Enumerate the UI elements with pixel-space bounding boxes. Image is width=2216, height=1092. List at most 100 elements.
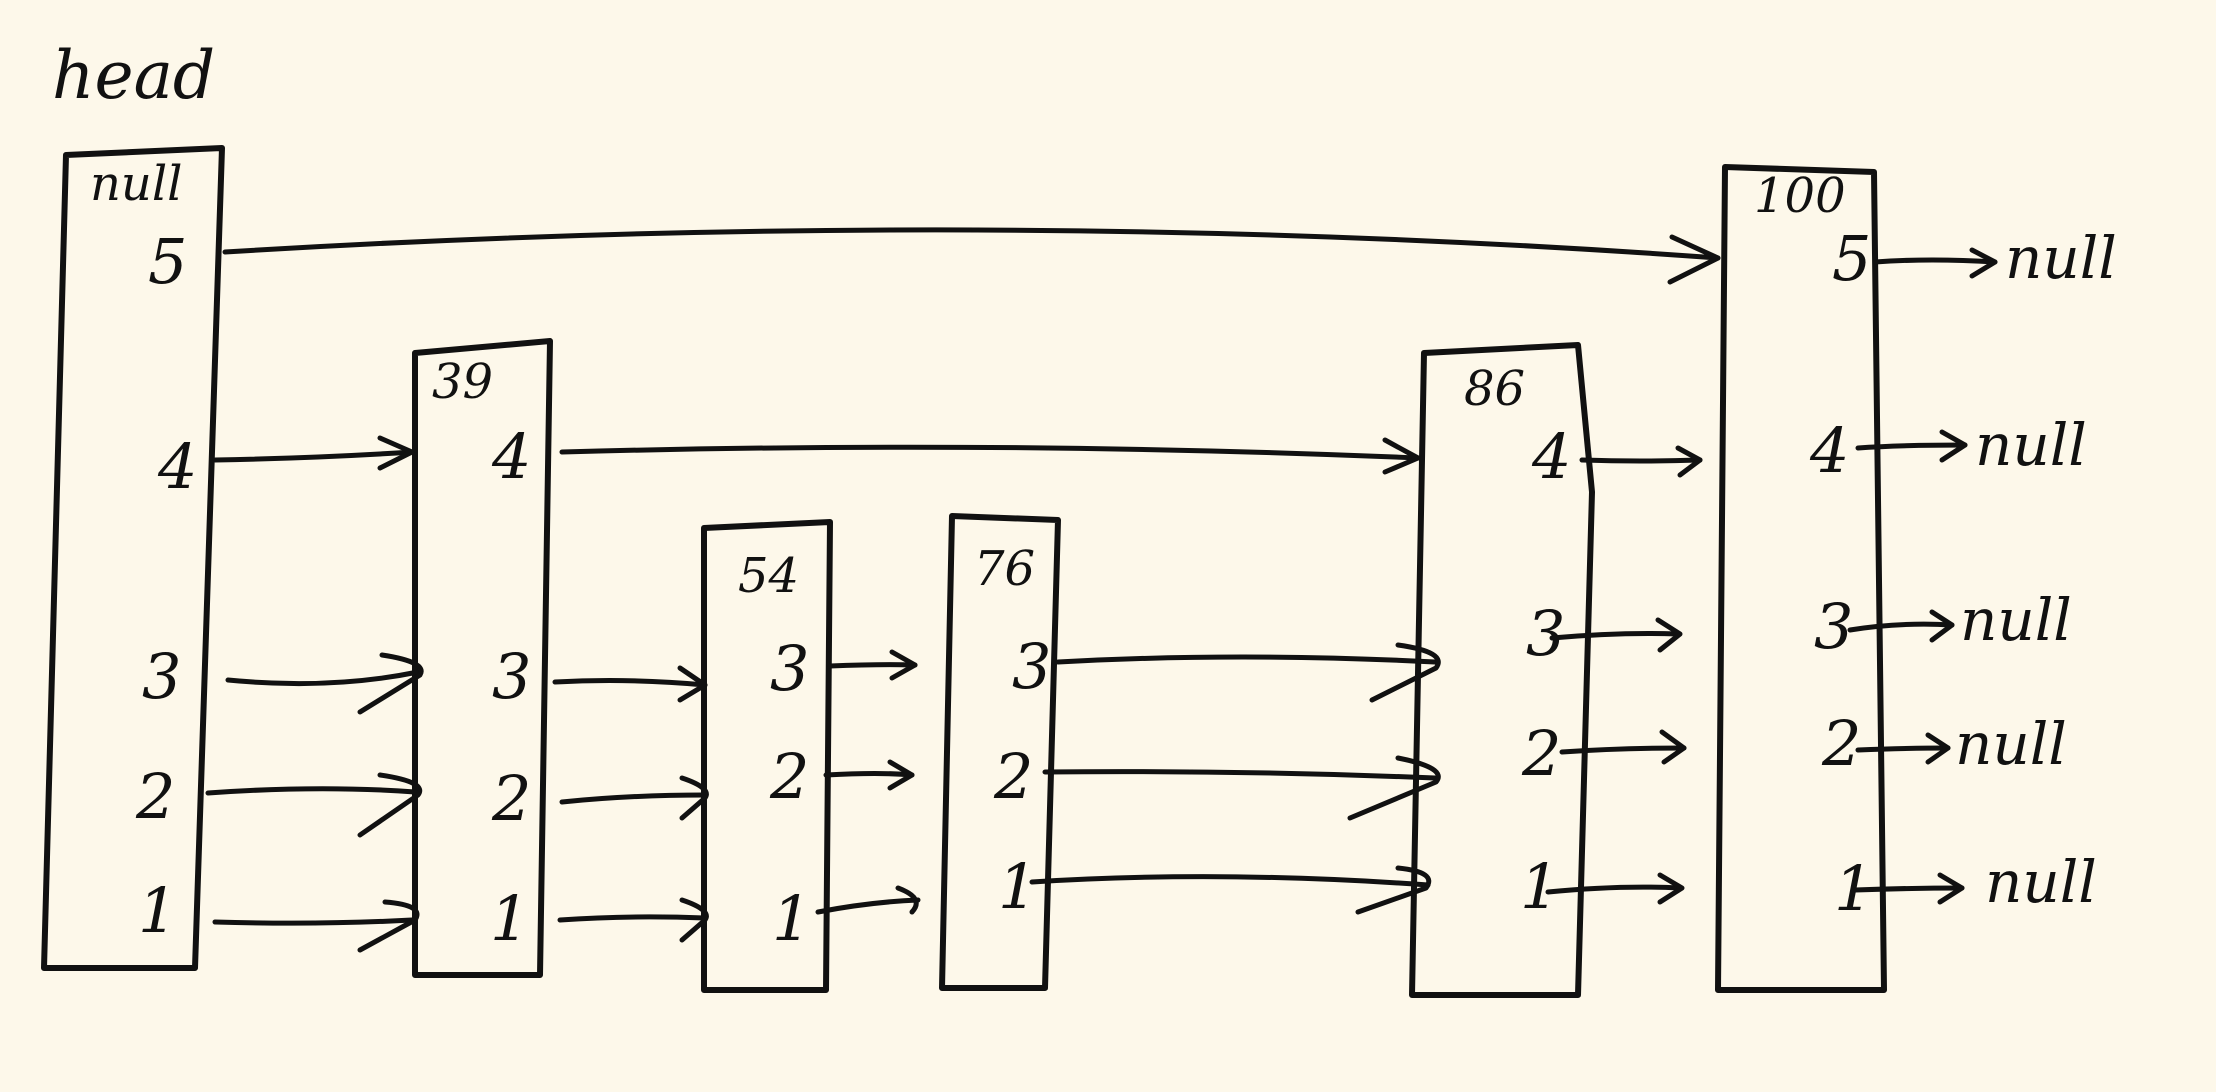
level-label: 2 [993, 740, 1033, 813]
link-arrow [1559, 745, 1687, 755]
node-100: 100 5 4 3 2 1 [1715, 164, 1887, 993]
tail-null-row: null [1847, 586, 2072, 654]
tail-null-row: null [1855, 710, 2067, 778]
level-label: 5 [148, 225, 187, 298]
level-label: 3 [142, 640, 181, 713]
link-arrow [212, 449, 415, 463]
tail-null-row: null [1872, 224, 2117, 292]
null-arrow [1847, 621, 1955, 633]
arrow-head [679, 897, 709, 943]
link-arrow [815, 897, 921, 915]
arrow-head [887, 759, 915, 791]
level-label: 3 [492, 640, 531, 713]
level-label: 1 [772, 882, 811, 955]
arrow-head [889, 649, 918, 681]
arrow-head [1657, 872, 1685, 905]
node-76: 76 3 2 1 [939, 513, 1061, 991]
arrow-head [679, 775, 709, 821]
null-label: null [1975, 411, 2087, 479]
arrow-head [357, 899, 420, 953]
arrow-head [1655, 617, 1683, 653]
level-label: 1 [490, 882, 529, 955]
arrow-head [1969, 247, 1998, 279]
link-arrow [1579, 457, 1703, 464]
node-box [412, 338, 553, 978]
link-arrow [222, 227, 1721, 261]
link-arrow [225, 669, 421, 687]
node-54: 54 3 2 1 [701, 519, 833, 993]
arrow-head [1659, 729, 1687, 765]
tail-null-row: null [1852, 848, 2097, 916]
null-label: null [2005, 224, 2117, 292]
level-label: 2 [1521, 717, 1561, 790]
link-arrow [1545, 884, 1683, 895]
node-box [701, 519, 833, 993]
level-label: 4 [157, 430, 197, 503]
link-arrow [823, 771, 915, 778]
arrow-head [1347, 755, 1441, 821]
node-key: 86 [1464, 361, 1525, 417]
link-arrow [205, 786, 418, 796]
arrow-head [1369, 642, 1441, 703]
arrow-head [357, 772, 423, 838]
level-label: 3 [1012, 630, 1051, 703]
tail-null-pointers: null null null null null [1847, 224, 2117, 916]
arrow-head [1382, 437, 1421, 475]
node-box [41, 145, 225, 971]
link-arrow [552, 678, 708, 688]
level-label: 2 [1821, 707, 1861, 780]
node-key: 54 [738, 548, 799, 604]
level-label: 3 [1814, 590, 1853, 663]
link-arrow [559, 792, 708, 805]
null-label: null [1960, 586, 2072, 654]
node-box [1409, 342, 1595, 998]
arrow-head [1939, 429, 1968, 463]
level-label: 1 [998, 850, 1037, 923]
null-arrow [1852, 885, 1965, 893]
tail-null-row: null [1855, 411, 2087, 479]
node-key: 100 [1754, 168, 1846, 224]
level-label: 2 [491, 762, 531, 835]
arrow-head [1675, 445, 1703, 478]
null-label: null [1985, 848, 2097, 916]
head-label: head [52, 37, 215, 114]
pointer-arrows [205, 227, 1721, 953]
node-key: 39 [432, 354, 493, 410]
link-arrow [1055, 654, 1438, 665]
null-arrow [1855, 442, 1968, 451]
arrow-head [1937, 872, 1965, 905]
arrow-head [1929, 609, 1955, 643]
arrow-head [377, 435, 415, 471]
level-label: 1 [138, 874, 177, 947]
node-box [939, 513, 1061, 991]
node-39: 39 4 3 2 1 [412, 338, 553, 978]
null-label: null [1955, 710, 2067, 778]
link-arrow [827, 662, 918, 669]
level-label: 2 [135, 760, 175, 833]
link-arrow [557, 914, 708, 923]
level-label: 3 [1526, 597, 1565, 670]
node-86: 86 4 3 2 1 [1409, 342, 1595, 998]
level-label: 3 [770, 632, 809, 705]
arrow-head [1355, 865, 1432, 915]
node-box [1715, 164, 1887, 993]
arrow-head [1925, 732, 1951, 765]
level-label: 1 [1520, 850, 1559, 923]
arrow-head [677, 665, 708, 703]
link-arrow [1042, 769, 1438, 781]
level-label: 4 [491, 420, 531, 493]
link-arrow [212, 917, 415, 926]
link-arrow [559, 444, 1421, 461]
level-label: 2 [769, 740, 809, 813]
node-key: null [90, 156, 183, 212]
arrow-head [895, 885, 919, 915]
link-arrow [1549, 631, 1681, 641]
null-arrow [1872, 257, 1998, 265]
level-label: 4 [1809, 414, 1849, 487]
level-label: 5 [1832, 222, 1871, 295]
arrow-head [357, 652, 424, 715]
null-arrow [1855, 745, 1951, 753]
arrow-head [1667, 234, 1721, 285]
